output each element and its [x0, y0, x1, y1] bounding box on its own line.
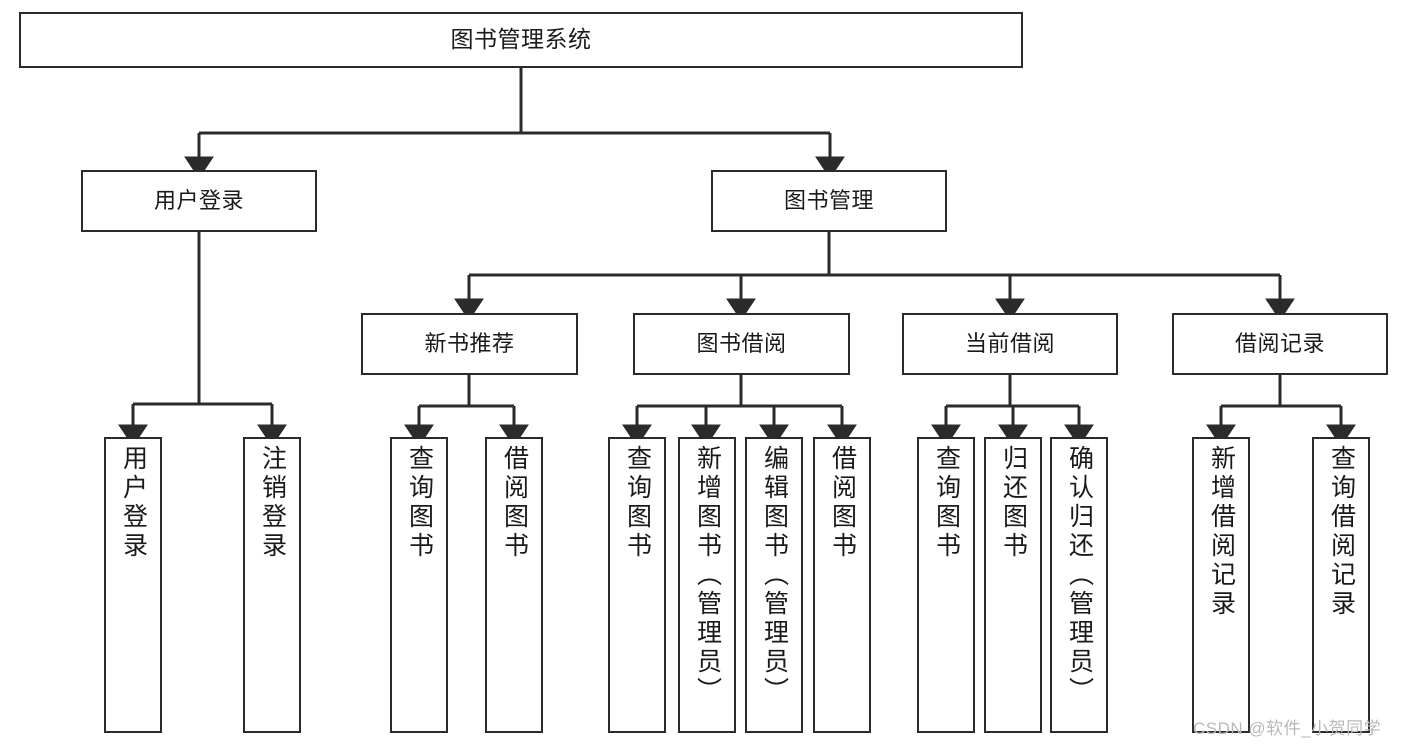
node-label: 新书推荐: [424, 330, 515, 356]
node-label: 查询借阅记录: [1327, 445, 1356, 619]
leaf-query-book-current[interactable]: 查询图书: [917, 437, 975, 733]
leaf-user-login[interactable]: 用户登录: [104, 437, 162, 733]
node-label: 查询图书: [623, 445, 652, 561]
node-borrow-records[interactable]: 借阅记录: [1172, 313, 1388, 375]
leaf-return-book[interactable]: 归还图书: [984, 437, 1042, 733]
node-label: 查询图书: [932, 445, 961, 561]
leaf-confirm-return-admin[interactable]: 确认归还（管理员）: [1050, 437, 1108, 733]
node-book-management[interactable]: 图书管理: [711, 170, 947, 232]
node-new-book-recommend[interactable]: 新书推荐: [361, 313, 578, 375]
leaf-logout[interactable]: 注销登录: [243, 437, 301, 733]
leaf-borrow-book[interactable]: 借阅图书: [813, 437, 871, 733]
node-label: 编辑图书（管理员）: [760, 445, 789, 706]
node-label: 图书管理: [783, 187, 874, 213]
node-label: 查询图书: [405, 445, 434, 561]
node-root-system[interactable]: 图书管理系统: [19, 12, 1023, 68]
node-label: 用户登录: [153, 187, 244, 213]
node-label: 图书借阅: [696, 330, 787, 356]
leaf-borrow-book-recommend[interactable]: 借阅图书: [485, 437, 543, 733]
node-label: 借阅图书: [500, 445, 529, 561]
node-label: 借阅图书: [828, 445, 857, 561]
leaf-query-borrow-record[interactable]: 查询借阅记录: [1312, 437, 1370, 733]
leaf-edit-book-admin[interactable]: 编辑图书（管理员）: [745, 437, 803, 733]
node-label: 新增借阅记录: [1207, 445, 1236, 619]
leaf-add-book-admin[interactable]: 新增图书（管理员）: [678, 437, 736, 733]
node-current-borrow[interactable]: 当前借阅: [902, 313, 1118, 375]
node-label: 用户登录: [119, 445, 148, 561]
leaf-query-book-recommend[interactable]: 查询图书: [390, 437, 448, 733]
node-book-borrow[interactable]: 图书借阅: [633, 313, 850, 375]
node-label: 确认归还（管理员）: [1065, 445, 1094, 706]
node-label: 注销登录: [258, 445, 287, 561]
node-label: 图书管理系统: [450, 26, 592, 53]
node-label: 新增图书（管理员）: [693, 445, 722, 706]
node-user-login[interactable]: 用户登录: [81, 170, 317, 232]
leaf-query-book-borrow[interactable]: 查询图书: [608, 437, 666, 733]
node-label: 借阅记录: [1234, 330, 1325, 356]
node-label: 当前借阅: [964, 330, 1055, 356]
node-label: 归还图书: [999, 445, 1028, 561]
leaf-add-borrow-record[interactable]: 新增借阅记录: [1192, 437, 1250, 733]
